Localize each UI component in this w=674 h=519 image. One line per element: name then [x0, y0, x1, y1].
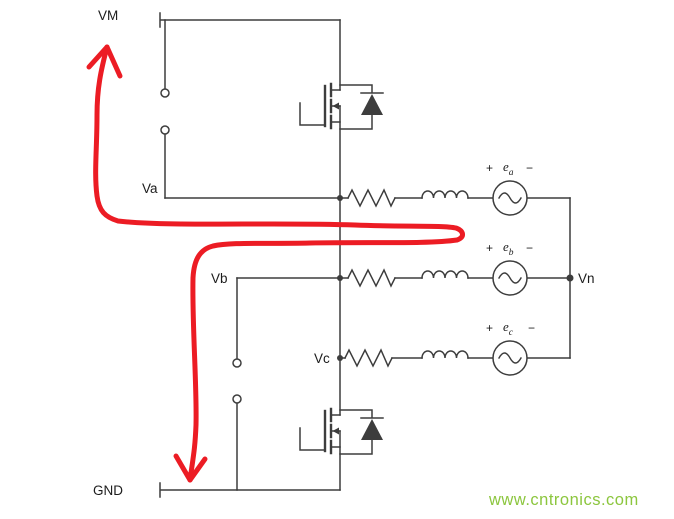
- circuit-wires: [159, 12, 574, 498]
- ac-source-b-sine: [498, 272, 522, 284]
- source-c-emf-label: ec: [503, 319, 514, 338]
- junction-dot-vb: [337, 275, 343, 281]
- bottom-mosfet-arrow: [332, 427, 339, 435]
- switch-top-contact-lower: [160, 125, 170, 135]
- source-a-minus: −: [526, 161, 533, 175]
- current-path-arrowhead-bottom: [173, 453, 208, 483]
- top-mosfet-body-diode: [361, 94, 383, 115]
- ac-source-a-sine: [498, 192, 522, 204]
- gnd-label: GND: [93, 483, 123, 498]
- bottom-mosfet-body-diode: [361, 419, 383, 440]
- top-mosfet-body-diode-wires: [339, 84, 384, 130]
- current-path-stroke: [93, 44, 465, 483]
- vm-label: VM: [98, 8, 118, 23]
- junction-dot-vc: [337, 355, 343, 361]
- switch-bottom-contact-upper: [232, 358, 242, 368]
- source-a-emf-label: ea: [503, 159, 514, 178]
- source-b-minus: −: [526, 241, 533, 255]
- inductor-c: [421, 350, 469, 359]
- switch-bottom-contact-lower: [232, 394, 242, 404]
- va-label: Va: [142, 181, 158, 196]
- vc-label: Vc: [314, 351, 330, 366]
- junction-dot-vn: [566, 274, 574, 282]
- switch-top-contact-upper: [160, 88, 170, 98]
- resistor-b: [346, 268, 397, 288]
- bottom-mosfet-gate-lead: [299, 427, 326, 451]
- resistor-c: [343, 348, 394, 368]
- source-a-plus: +: [486, 161, 493, 175]
- vm-rail: [159, 12, 341, 28]
- source-b-emf-label: eb: [503, 239, 514, 258]
- watermark-text: www.cntronics.com: [488, 491, 639, 509]
- inductor-b: [421, 270, 469, 279]
- red-current-path-annotation: [86, 44, 465, 483]
- vn-label: Vn: [578, 271, 595, 286]
- vb-label: Vb: [211, 271, 228, 286]
- inductor-a: [421, 190, 469, 199]
- bottom-mosfet-body-diode-wires: [339, 409, 384, 455]
- source-c-plus: +: [486, 321, 493, 335]
- current-path-arrowhead-top: [86, 44, 123, 79]
- source-b-plus: +: [486, 241, 493, 255]
- resistor-a: [346, 188, 397, 208]
- ac-source-c-sine: [498, 352, 522, 364]
- junction-dot-va: [337, 195, 343, 201]
- gnd-rail: [159, 482, 341, 498]
- source-c-minus: −: [528, 321, 535, 335]
- filled-details: [332, 94, 574, 440]
- top-mosfet-arrow: [332, 102, 339, 110]
- top-mosfet-gate-lead: [299, 102, 326, 126]
